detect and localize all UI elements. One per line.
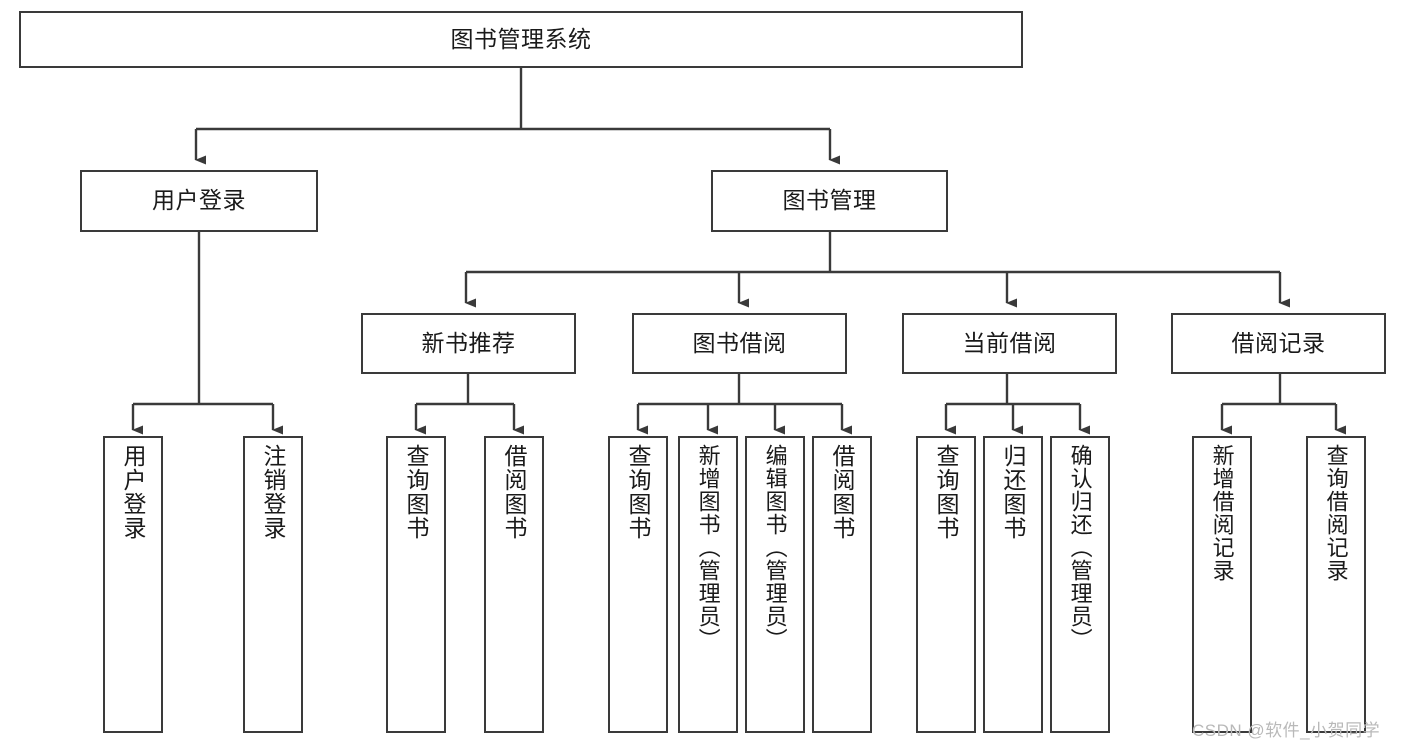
node-label-current-borrow: 当前借阅 bbox=[962, 329, 1057, 356]
node-label-leaf-bb-query: 查询图书 bbox=[625, 444, 652, 540]
node-leaf-rec-query[interactable]: 查询图书 bbox=[386, 436, 446, 733]
node-leaf-bb-borrow[interactable]: 借阅图书 bbox=[812, 436, 872, 733]
node-label-leaf-logout: 注销登录 bbox=[260, 444, 287, 540]
node-label-leaf-bb-borrow: 借阅图书 bbox=[829, 444, 856, 540]
node-label-leaf-br-query: 查询借阅记录 bbox=[1323, 444, 1349, 582]
node-book-borrow[interactable]: 图书借阅 bbox=[632, 313, 847, 374]
node-leaf-rec-borrow[interactable]: 借阅图书 bbox=[484, 436, 544, 733]
node-label-leaf-cb-confirm: 确认归还（管理员） bbox=[1067, 444, 1093, 651]
node-leaf-bb-query[interactable]: 查询图书 bbox=[608, 436, 668, 733]
node-leaf-logout[interactable]: 注销登录 bbox=[243, 436, 303, 733]
node-leaf-cb-return[interactable]: 归还图书 bbox=[983, 436, 1043, 733]
node-label-book-borrow: 图书借阅 bbox=[692, 329, 787, 356]
node-leaf-bb-add[interactable]: 新增图书（管理员） bbox=[678, 436, 738, 733]
node-root[interactable]: 图书管理系统 bbox=[19, 11, 1023, 68]
node-current-borrow[interactable]: 当前借阅 bbox=[902, 313, 1117, 374]
node-leaf-br-add[interactable]: 新增借阅记录 bbox=[1192, 436, 1252, 733]
node-label-user-login: 用户登录 bbox=[152, 187, 246, 214]
node-label-root: 图书管理系统 bbox=[450, 25, 592, 52]
node-label-leaf-cb-query: 查询图书 bbox=[933, 444, 960, 540]
node-leaf-bb-edit[interactable]: 编辑图书（管理员） bbox=[745, 436, 805, 733]
node-label-leaf-bb-edit: 编辑图书（管理员） bbox=[762, 444, 788, 651]
node-user-login[interactable]: 用户登录 bbox=[80, 170, 318, 232]
node-label-leaf-bb-add: 新增图书（管理员） bbox=[695, 444, 721, 651]
node-leaf-br-query[interactable]: 查询借阅记录 bbox=[1306, 436, 1366, 733]
node-leaf-cb-query[interactable]: 查询图书 bbox=[916, 436, 976, 733]
node-leaf-user-login[interactable]: 用户登录 bbox=[103, 436, 163, 733]
node-label-leaf-br-add: 新增借阅记录 bbox=[1209, 444, 1235, 582]
node-label-book-manage: 图书管理 bbox=[782, 187, 877, 214]
node-label-new-book-rec: 新书推荐 bbox=[421, 329, 516, 356]
node-book-manage[interactable]: 图书管理 bbox=[711, 170, 948, 232]
node-label-leaf-cb-return: 归还图书 bbox=[1000, 444, 1027, 540]
node-leaf-cb-confirm[interactable]: 确认归还（管理员） bbox=[1050, 436, 1110, 733]
node-label-leaf-user-login: 用户登录 bbox=[120, 444, 147, 540]
node-label-borrow-record: 借阅记录 bbox=[1231, 329, 1326, 356]
node-label-leaf-rec-borrow: 借阅图书 bbox=[501, 444, 528, 540]
node-new-book-rec[interactable]: 新书推荐 bbox=[361, 313, 576, 374]
node-label-leaf-rec-query: 查询图书 bbox=[403, 444, 430, 540]
node-borrow-record[interactable]: 借阅记录 bbox=[1171, 313, 1386, 374]
